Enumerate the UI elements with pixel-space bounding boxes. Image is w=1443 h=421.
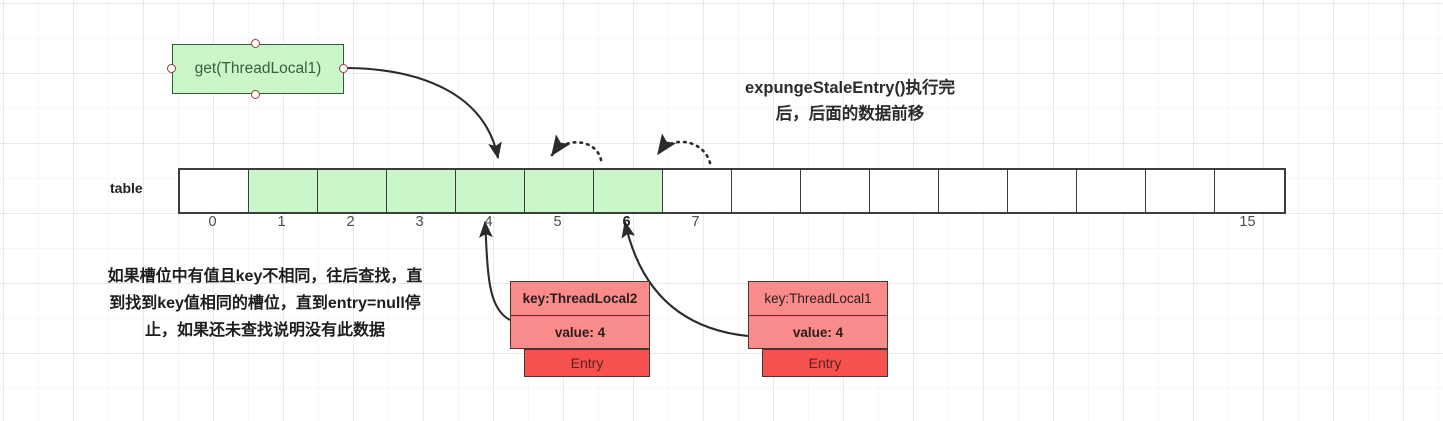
connection-port-left-icon[interactable] <box>167 64 176 73</box>
table-slot-4[interactable] <box>456 170 525 212</box>
connection-port-right-icon[interactable] <box>339 64 348 73</box>
entry-value-field: value: 4 <box>510 315 650 349</box>
note-line-2: 到找到key值相同的槽位，直到entry=null停 <box>109 295 421 312</box>
entry-type-label: Entry <box>762 349 888 377</box>
lookup-rule-note: 如果槽位中有值且key不相同，往后查找，直 到找到key值相同的槽位，直到ent… <box>40 263 490 344</box>
arrow-shift-slot5-to-slot4 <box>550 134 603 162</box>
table-slot-5[interactable] <box>525 170 594 212</box>
table-index-label-0: 0 <box>208 214 217 230</box>
table-index-label-6: 6 <box>622 214 631 230</box>
table-index-label-3: 3 <box>415 214 424 230</box>
table-index-label-14 <box>1144 214 1213 230</box>
table-slot-0[interactable] <box>180 170 249 212</box>
note-line-3: 止，如果还未查找说明没有此数据 <box>144 322 385 339</box>
table-index-label-8 <box>730 214 799 230</box>
entry-key-field: key:ThreadLocal2 <box>510 281 650 315</box>
table-index-label-7: 7 <box>691 214 700 230</box>
table-index-label-13 <box>1075 214 1144 230</box>
table-slot-9[interactable] <box>801 170 870 212</box>
arrow-shift-slot6-to-slot5 <box>656 133 712 165</box>
entry-key-field: key:ThreadLocal1 <box>748 281 888 315</box>
table-slot-8[interactable] <box>732 170 801 212</box>
table-slot-13[interactable] <box>1077 170 1146 212</box>
table-index-label-2: 2 <box>346 214 355 230</box>
table-label: table <box>110 180 143 196</box>
table-index-label-11 <box>937 214 1006 230</box>
table-slot-10[interactable] <box>870 170 939 212</box>
get-threadlocal-box[interactable]: get(ThreadLocal1) <box>172 44 344 94</box>
heading-line-2: 后，后面的数据前移 <box>775 105 925 123</box>
table-slot-2[interactable] <box>318 170 387 212</box>
table-index-label-15: 15 <box>1239 214 1256 230</box>
entry-box-threadlocal1: key:ThreadLocal1 value: 4 Entry <box>748 281 888 377</box>
table-slot-15[interactable] <box>1215 170 1284 212</box>
heading-line-1: expungeStaleEntry()执行完 <box>745 79 955 97</box>
entry-value-field: value: 4 <box>748 315 888 349</box>
table-index-row: 0 1 2 3 4 5 6 7 15 <box>178 214 1282 230</box>
table-slot-1[interactable] <box>249 170 318 212</box>
table-index-label-5: 5 <box>553 214 562 230</box>
table-index-label-12 <box>1006 214 1075 230</box>
connection-port-bottom-icon[interactable] <box>251 90 260 99</box>
table-index-label-10 <box>868 214 937 230</box>
table-slot-14[interactable] <box>1146 170 1215 212</box>
table-index-label-1: 1 <box>277 214 286 230</box>
entry-box-threadlocal2: key:ThreadLocal2 value: 4 Entry <box>510 281 650 377</box>
note-line-1: 如果槽位中有值且key不相同，往后查找，直 <box>107 268 423 285</box>
table-slot-12[interactable] <box>1008 170 1077 212</box>
table-index-label-4: 4 <box>484 214 493 230</box>
arrow-get-to-slot4 <box>347 66 502 160</box>
table-index-label-9 <box>799 214 868 230</box>
table-slot-7[interactable] <box>663 170 732 212</box>
diagram-heading: expungeStaleEntry()执行完 后，后面的数据前移 <box>700 75 1000 127</box>
connection-port-top-icon[interactable] <box>251 39 260 48</box>
table-slot-11[interactable] <box>939 170 1008 212</box>
table-slot-3[interactable] <box>387 170 456 212</box>
get-box-label: get(ThreadLocal1) <box>194 60 322 77</box>
entry-type-label: Entry <box>524 349 650 377</box>
table-slot-row <box>178 168 1286 214</box>
table-slot-6[interactable] <box>594 170 663 212</box>
